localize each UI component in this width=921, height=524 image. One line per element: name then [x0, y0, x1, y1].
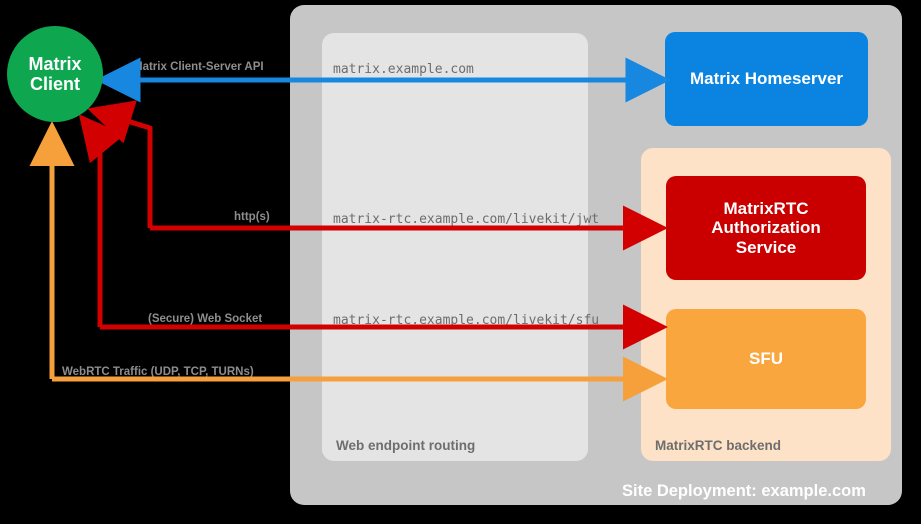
node-matrix-client[interactable]: Matrix Client — [7, 26, 103, 122]
matrixrtc-backend-caption: MatrixRTC backend — [655, 438, 782, 453]
sfu-label: SFU — [749, 349, 783, 369]
flow-label-webrtc-traffic: WebRTC Traffic (UDP, TCP, TURNs) — [62, 366, 254, 378]
flow-label-https: http(s) — [234, 211, 270, 223]
arrow-websocket-sfu — [78, 114, 668, 350]
matrix-client-label-line1: Matrix — [28, 53, 82, 74]
auth-service-label-line3: Service — [735, 237, 797, 257]
arrow-https-jwt — [87, 100, 668, 251]
auth-service-label-line1: MatrixRTC — [723, 199, 809, 219]
arrow-webrtc-traffic — [29, 121, 668, 402]
matrix-homeserver-label: Matrix Homeserver — [689, 69, 844, 89]
auth-service-label-line2: Authorization — [711, 218, 821, 238]
flow-label-websocket: (Secure) Web Socket — [148, 313, 263, 325]
matrix-client-label-line2: Client — [29, 74, 80, 94]
endpoint-livekit-sfu: matrix-rtc.example.com/livekit/sfu — [333, 313, 600, 328]
endpoint-livekit-jwt: matrix-rtc.example.com/livekit/jwt — [333, 212, 600, 227]
endpoint-matrix-example-com: matrix.example.com — [333, 62, 474, 77]
web-endpoint-routing-caption: Web endpoint routing — [336, 438, 476, 453]
flow-label-client-server-api: Matrix Client-Server API — [133, 61, 264, 73]
site-deployment-caption: Site Deployment: example.com — [622, 482, 866, 500]
node-matrix-homeserver[interactable]: Matrix Homeserver — [665, 32, 868, 126]
web-endpoint-routing-panel — [322, 33, 588, 461]
node-sfu[interactable]: SFU — [666, 309, 866, 409]
node-matrixrtc-authorization-service[interactable]: MatrixRTC Authorization Service — [666, 176, 866, 280]
